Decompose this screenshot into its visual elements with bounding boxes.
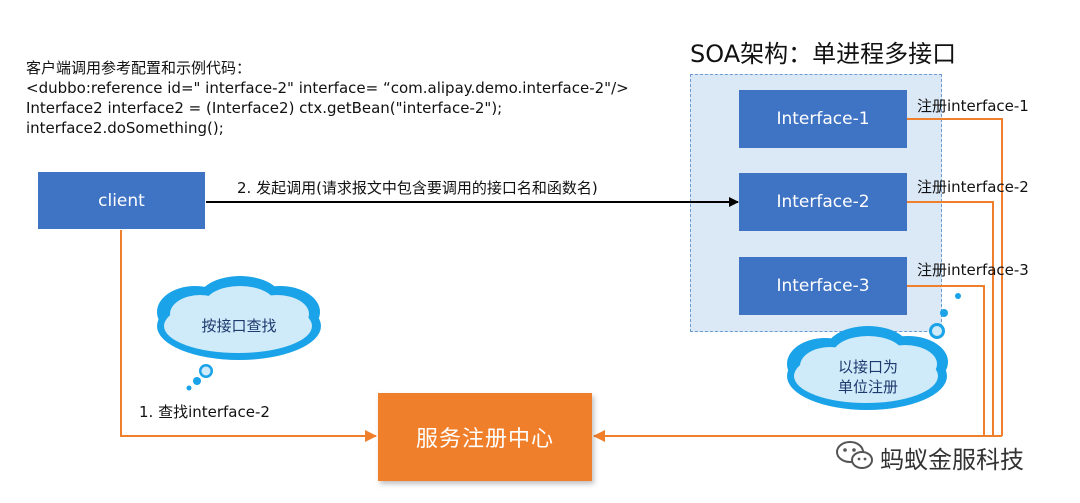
lookup-step-label: 1. 查找interface-2: [139, 403, 270, 421]
register-line-3: [907, 285, 985, 436]
cloud-register-shape: [787, 293, 961, 410]
register-line-1: [907, 118, 1003, 436]
client-box: client: [38, 172, 205, 229]
watermark-text: 蚂蚁金服科技: [880, 446, 1024, 474]
code-line-2: <dubbo:reference id=" interface-2" inter…: [26, 79, 629, 97]
soa-title: SOA架构：单进程多接口: [690, 40, 957, 68]
lookup-arrow: [120, 230, 377, 442]
code-line-1: 客户端调用参考配置和示例代码：: [26, 59, 252, 77]
call-step-label: 2. 发起调用(请求报文中包含要调用的接口名和函数名): [237, 179, 598, 197]
cloud-register-text-2: 单位注册: [837, 378, 898, 396]
code-line-3: Interface2 interface2 = (Interface2) ctx…: [26, 99, 503, 117]
registry-center-box: 服务注册中心: [378, 393, 592, 481]
cloud-register-text-1: 以接口为: [837, 358, 898, 376]
register-line-2: [907, 201, 994, 436]
register-label-1: 注册interface-1: [917, 97, 1029, 115]
cloud-lookup-text: 按接口查找: [201, 317, 277, 335]
wechat-icon: [836, 441, 873, 469]
interface-1-box: Interface-1: [739, 90, 907, 148]
code-line-4: interface2.doSomething();: [26, 119, 224, 137]
register-label-3: 注册interface-3: [917, 261, 1029, 279]
register-label-2: 注册interface-2: [917, 178, 1029, 196]
cloud-lookup-shape: [157, 276, 321, 391]
interface-3-box: Interface-3: [739, 257, 907, 315]
interface-2-box: Interface-2: [739, 173, 907, 231]
